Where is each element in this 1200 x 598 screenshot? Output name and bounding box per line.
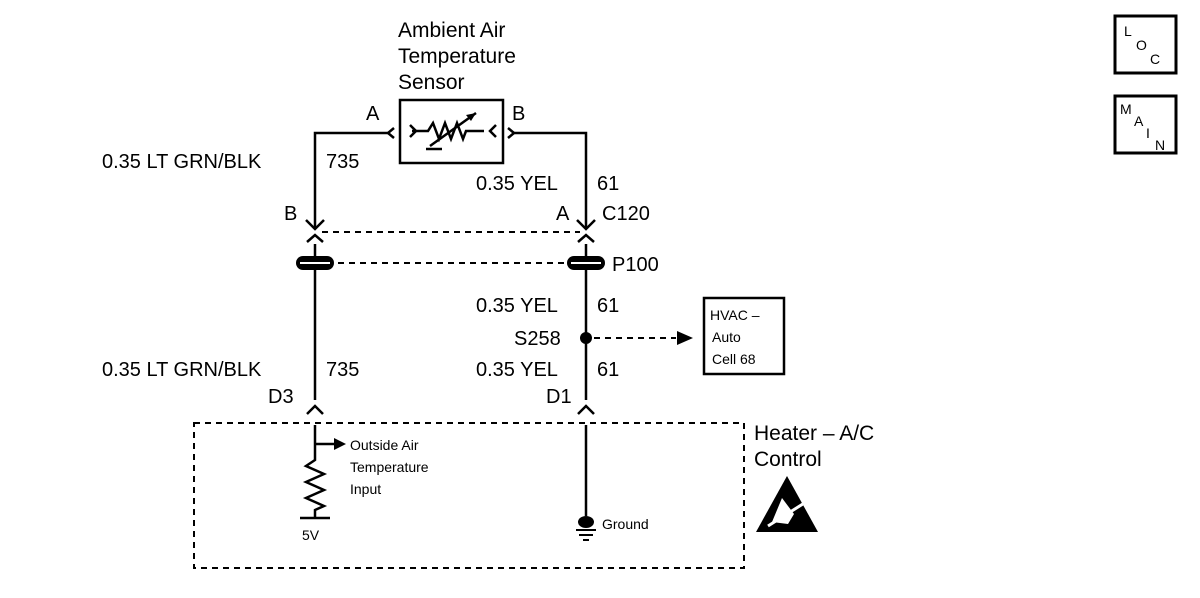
left-wire-upper (313, 131, 388, 228)
ground-icon (576, 516, 596, 541)
loc-letter-c: C (1150, 51, 1160, 67)
pull-up-resistor-icon (302, 452, 328, 518)
d3-connector-mark (306, 404, 324, 415)
hvac-ref-line-3: Cell 68 (712, 351, 756, 367)
heater-ac-control-module: Heater – A/C Control Outside Air Tempera… (193, 422, 874, 569)
ground-label: Ground (602, 516, 649, 532)
ambient-air-temperature-sensor: Ambient Air Temperature Sensor A B (366, 19, 525, 165)
module-dashed-border (193, 422, 745, 569)
sensor-pin-a: A (366, 103, 380, 125)
right-wire-mid-circuit: 61 (597, 295, 619, 317)
right-arrow-down (576, 219, 596, 231)
hvac-reference-button[interactable]: HVAC – Auto Cell 68 (702, 296, 786, 376)
splice-s258-dot (580, 332, 592, 344)
p100-grommet-left (296, 256, 334, 270)
hvac-ref-line-1: HVAC – (710, 307, 760, 323)
sensor-title-line-1: Ambient Air (398, 19, 505, 42)
sensor-title-line-3: Sensor (398, 71, 465, 94)
right-wire-upper-circuit: 61 (597, 173, 619, 195)
left-wire-upper-circuit: 735 (326, 151, 359, 173)
loc-button[interactable]: L O C (1113, 14, 1178, 75)
main-letter-n: N (1155, 137, 1165, 153)
input-label-line-2: Temperature (350, 459, 429, 475)
right-wire-lower-pin: D1 (546, 386, 572, 408)
arrow-right-icon (334, 438, 346, 450)
supply-label: 5V (302, 527, 320, 543)
esd-warning-icon (756, 476, 818, 532)
right-wire-mid-gauge: 0.35 YEL (476, 295, 558, 317)
hvac-ref-line-2: Auto (712, 329, 741, 345)
main-button[interactable]: M A I N (1113, 94, 1178, 155)
c120-name: C120 (602, 203, 650, 225)
main-letter-i: I (1146, 125, 1150, 141)
loc-letter-o: O (1136, 37, 1147, 53)
right-wire-upper-gauge: 0.35 YEL (476, 173, 558, 195)
thermistor-icon (409, 111, 497, 151)
right-wire-lower-gauge: 0.35 YEL (476, 359, 558, 381)
left-wire-lower-gauge: 0.35 LT GRN/BLK (102, 359, 262, 381)
right-wire-upper (514, 131, 588, 228)
right-connector-mark (577, 233, 595, 243)
module-title-line-1: Heater – A/C (754, 422, 874, 445)
right-wire-lower-circuit: 61 (597, 359, 619, 381)
c120-pin-b: B (284, 203, 297, 225)
left-wire-lower-pin: D3 (268, 386, 294, 408)
input-label-line-3: Input (350, 481, 381, 497)
sensor-connector-b (507, 127, 516, 139)
main-letter-m: M (1120, 101, 1132, 117)
left-arrow-down (305, 219, 325, 231)
splice-s258-name: S258 (514, 328, 561, 350)
loc-letter-l: L (1124, 23, 1132, 39)
sensor-pin-b: B (512, 103, 525, 125)
arrow-right-icon (677, 331, 693, 345)
main-letter-a: A (1134, 113, 1144, 129)
sensor-connector-a (386, 127, 395, 139)
c120-pin-a: A (556, 203, 570, 225)
p100-grommet-right (567, 256, 605, 270)
input-label-line-1: Outside Air (350, 437, 419, 453)
d1-connector-mark (577, 404, 595, 415)
left-connector-mark (306, 233, 324, 243)
p100-name: P100 (612, 254, 659, 276)
sensor-title-line-2: Temperature (398, 45, 516, 68)
left-wire-lower-circuit: 735 (326, 359, 359, 381)
module-title-line-2: Control (754, 448, 822, 471)
left-wire-upper-gauge: 0.35 LT GRN/BLK (102, 151, 262, 173)
